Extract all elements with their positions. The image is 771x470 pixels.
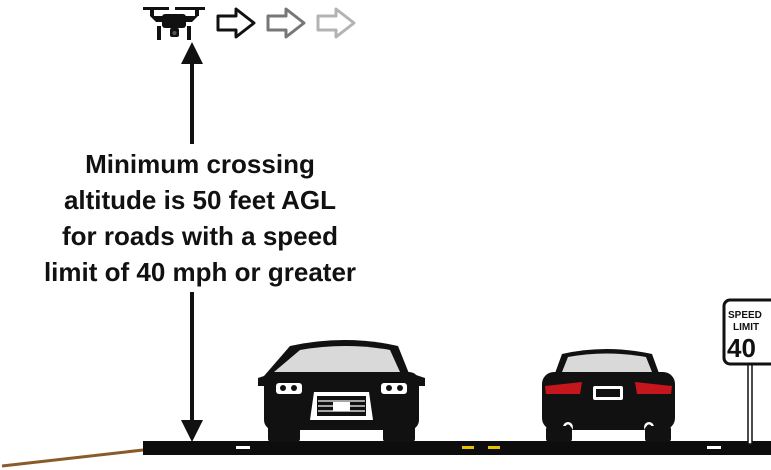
speed-limit-sign-icon: SPEED LIMIT 40 xyxy=(724,300,771,444)
caption-line-2: altitude is 50 feet AGL xyxy=(40,182,360,218)
direction-arrow-icon xyxy=(218,9,254,37)
sign-line-1: SPEED xyxy=(728,310,762,321)
drone-icon xyxy=(143,7,205,40)
sign-line-2: LIMIT xyxy=(733,322,759,333)
car-rear-icon xyxy=(542,349,675,442)
car-front-icon xyxy=(258,340,425,442)
caption-line-4: limit of 40 mph or greater xyxy=(40,254,360,290)
caption-line-3: for roads with a speed xyxy=(40,218,360,254)
direction-arrow-icon xyxy=(318,9,354,37)
altitude-caption: Minimum crossing altitude is 50 feet AGL… xyxy=(40,144,360,292)
road xyxy=(143,441,771,455)
road-shoulder xyxy=(2,450,143,466)
caption-line-1: Minimum crossing xyxy=(40,146,360,182)
sign-speed-value: 40 xyxy=(727,333,756,363)
direction-arrow-icon xyxy=(268,9,304,37)
